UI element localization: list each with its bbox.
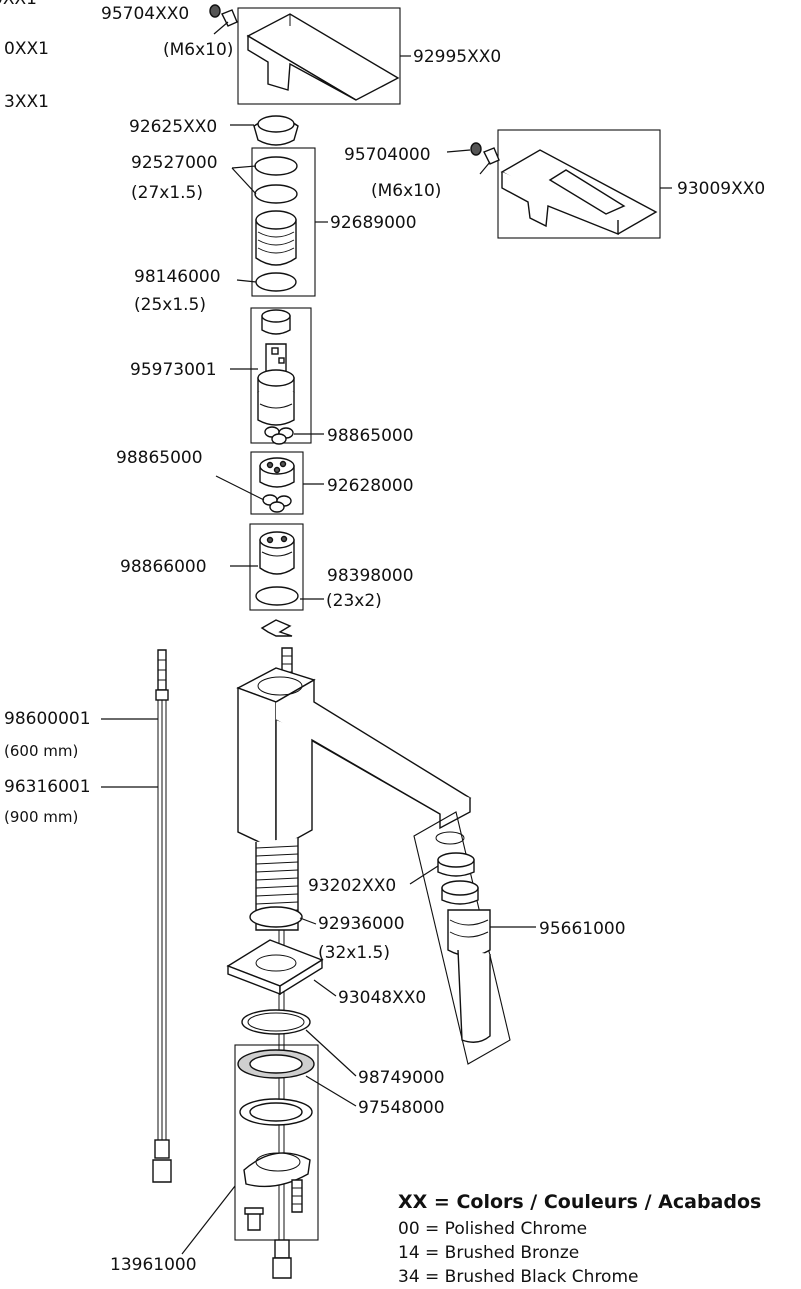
- handle-93009XX0: [497, 129, 661, 239]
- label-25x15: (25x1.5): [134, 295, 206, 315]
- label-98866000: 98866000: [120, 557, 207, 577]
- cartridge-95973001: [257, 309, 295, 426]
- cap-ring-92625XX0: [253, 115, 299, 146]
- diverter-92628000: [259, 457, 295, 488]
- label-23x2: (23x2): [326, 591, 382, 611]
- label-m6x10-a: (M6x10): [163, 40, 233, 60]
- mounting-nut-plate: [243, 1152, 311, 1188]
- seals-98865000-b: [262, 494, 292, 513]
- label-95704XX0: 95704XX0: [101, 4, 189, 24]
- legend-item-34: 34 = Brushed Black Chrome: [398, 1267, 638, 1287]
- label-98146000: 98146000: [134, 267, 221, 287]
- label-98749000: 98749000: [358, 1068, 445, 1088]
- cut-label-2: 0XX1: [4, 39, 49, 59]
- legend-title: XX = Colors / Couleurs / Acabados: [398, 1191, 761, 1213]
- o-ring-92936000: [249, 906, 303, 928]
- mounting-bolts: [244, 1179, 303, 1231]
- o-ring-98146000: [255, 272, 297, 292]
- set-screw-95704XX0: [209, 4, 238, 27]
- base-plate-93048XX0: [226, 939, 324, 996]
- legend-item-00: 00 = Polished Chrome: [398, 1219, 587, 1239]
- label-93202XX0: 93202XX0: [308, 876, 396, 896]
- group-box-98866000: [249, 523, 304, 611]
- cut-label-top: 0XX1: [0, 0, 37, 9]
- valve-insert-98866000: [259, 531, 295, 575]
- spout-cover-92995XX0: [237, 7, 401, 105]
- legend-item-14: 14 = Brushed Bronze: [398, 1243, 579, 1263]
- o-ring-92527000-b: [254, 184, 298, 204]
- label-92625XX0: 92625XX0: [129, 117, 217, 137]
- label-92527000: 92527000: [131, 153, 218, 173]
- label-m6x10-b: (M6x10): [371, 181, 441, 201]
- label-96316001: 96316001: [4, 777, 91, 797]
- label-97548000: 97548000: [358, 1098, 445, 1118]
- group-box-92628000: [250, 451, 304, 515]
- group-box-13961000: [234, 1044, 319, 1241]
- cut-label-3: 3XX1: [4, 92, 49, 112]
- label-98600001: 98600001: [4, 709, 91, 729]
- label-13961000: 13961000: [110, 1255, 197, 1275]
- color-legend: XX = Colors / Couleurs / Acabados 00 = P…: [398, 1191, 761, 1287]
- label-600mm: (600 mm): [4, 742, 78, 760]
- label-92628000: 92628000: [327, 476, 414, 496]
- set-screw-95704000: [470, 142, 500, 165]
- label-95661000: 95661000: [539, 919, 626, 939]
- cartridge-sleeve-92689000: [255, 210, 297, 266]
- label-32x15: (32x1.5): [318, 943, 390, 963]
- o-ring-92527000-a: [254, 156, 298, 176]
- aerator-group-95661000: [413, 811, 511, 1065]
- label-93048XX0: 93048XX0: [338, 988, 426, 1008]
- label-92995XX0: 92995XX0: [413, 47, 501, 67]
- label-98398000: 98398000: [327, 566, 414, 586]
- label-27x15: (27x1.5): [131, 183, 203, 203]
- mounting-washer: [239, 1098, 313, 1126]
- seals-98865000-a: [264, 426, 294, 445]
- supply-hose-left: [152, 649, 172, 1183]
- label-900mm: (900 mm): [4, 808, 78, 826]
- label-93009XX0: 93009XX0: [677, 179, 765, 199]
- label-98865000-a: 98865000: [327, 426, 414, 446]
- label-95973001: 95973001: [130, 360, 217, 380]
- label-92936000: 92936000: [318, 914, 405, 934]
- retaining-clip: [260, 619, 293, 637]
- faucet-body: [236, 647, 472, 852]
- label-92689000: 92689000: [330, 213, 417, 233]
- label-95704000: 95704000: [344, 145, 431, 165]
- label-98865000-b: 98865000: [116, 448, 203, 468]
- gasket-98749000: [241, 1009, 311, 1035]
- washer-97548000: [237, 1049, 315, 1079]
- o-ring-98398000: [255, 586, 299, 606]
